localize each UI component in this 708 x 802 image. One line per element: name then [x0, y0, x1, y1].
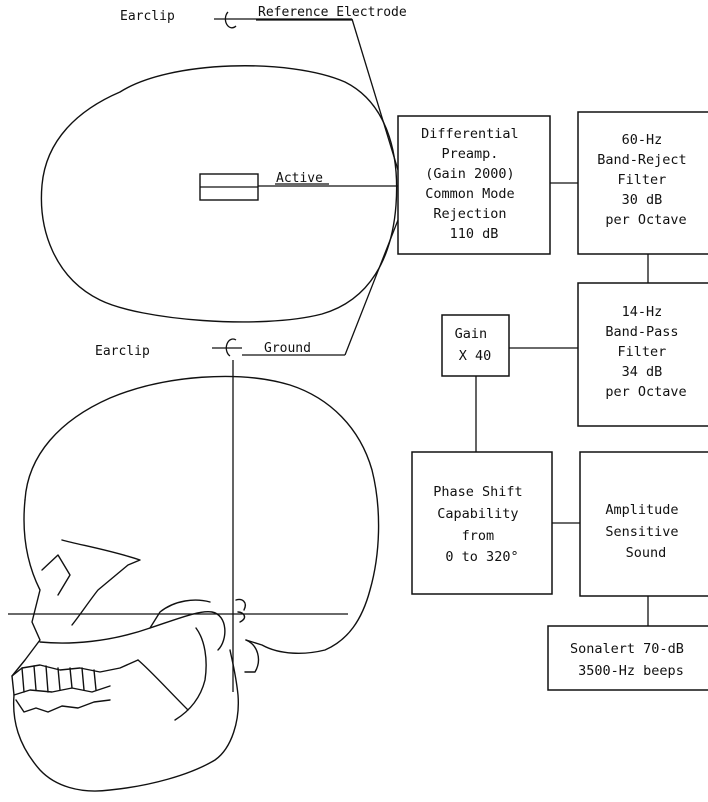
earclip-top-icon — [214, 11, 240, 29]
phase-shift-block — [411, 451, 553, 595]
earclip-top-label: Earclip — [120, 9, 175, 24]
preamp-text: Differential Preamp. (Gain 2000) Common … — [421, 126, 527, 242]
sonalert-block — [547, 625, 708, 691]
gain-text: Gain X 40 — [455, 326, 496, 364]
reference-electrode-label: Reference Electrode — [258, 5, 407, 20]
active-label: Active — [276, 171, 323, 186]
preamp-block — [397, 115, 551, 255]
skull-side-drawing — [11, 375, 380, 792]
head-outline — [40, 65, 398, 323]
band-reject-filter-block — [577, 111, 708, 255]
sonalert-text: Sonalert 70-dB 3500-Hz beeps — [570, 641, 692, 679]
ground-to-preamp — [344, 219, 399, 356]
earclip-bottom-label: Earclip — [95, 344, 150, 359]
band-reject-text: 60-Hz Band-Reject Filter 30 dB per Octav… — [597, 132, 695, 228]
amplitude-sound-block — [579, 451, 708, 597]
reference-to-preamp — [351, 18, 399, 171]
amplitude-text: Amplitude Sensitive Sound — [605, 502, 686, 561]
band-pass-text: 14-Hz Band-Pass Filter 34 dB per Octave — [605, 304, 686, 400]
gain-block — [441, 314, 510, 377]
earclip-bottom-icon — [212, 338, 242, 357]
band-pass-filter-block — [577, 282, 708, 427]
ground-label: Ground — [264, 341, 311, 356]
phase-shift-text: Phase Shift Capability from 0 to 320° — [433, 484, 531, 565]
